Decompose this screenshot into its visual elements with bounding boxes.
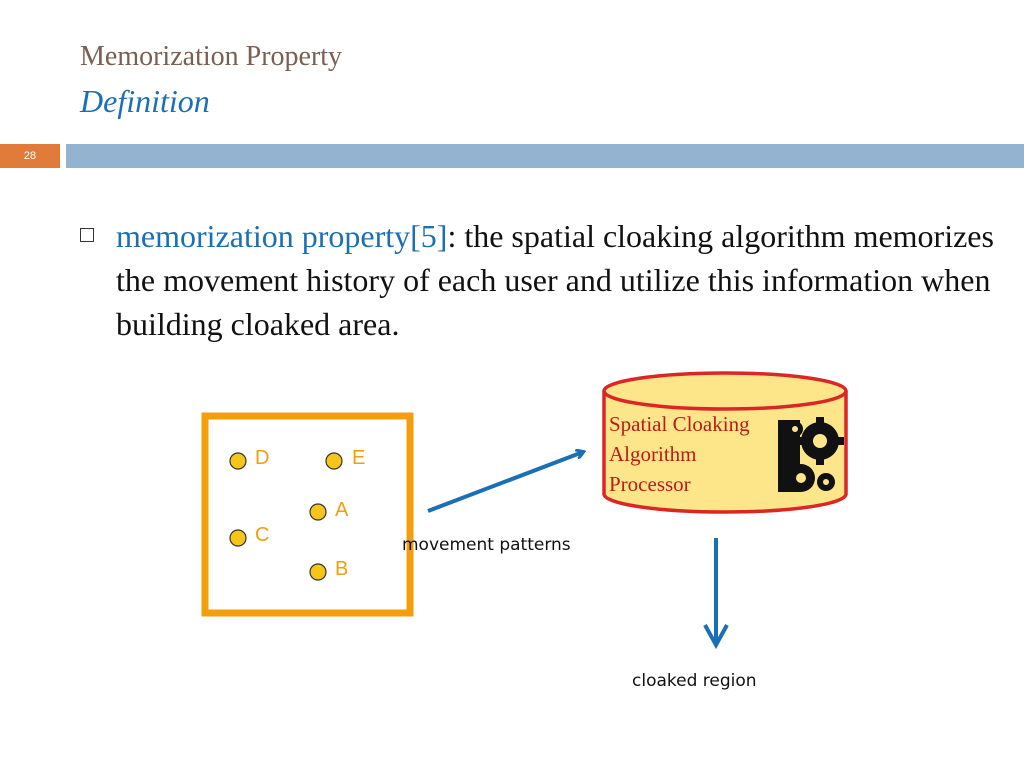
- user-node-a: A: [309, 499, 349, 521]
- bullet-square-icon: [80, 228, 94, 242]
- bullet-term: memorization property[5]: [116, 218, 448, 254]
- user-label-c: C: [255, 524, 269, 546]
- slide-title: Memorization Property: [80, 41, 343, 72]
- header-bar: [66, 144, 1024, 168]
- processor-label-line1: Spatial Cloaking: [609, 412, 750, 436]
- user-node-b: B: [309, 558, 348, 581]
- slide-subtitle: Definition: [80, 83, 210, 119]
- user-node-c: C: [229, 524, 269, 547]
- cloaked-area-square: [201, 412, 414, 617]
- user-node-e: E: [325, 447, 365, 470]
- bullet-text: memorization property[5]: the spatial cl…: [116, 214, 996, 346]
- movement-arrow: [427, 452, 583, 513]
- output-arrow-head: [703, 624, 729, 650]
- slide-number: 28: [0, 144, 60, 168]
- bullet-definition: : the spatial cloaking algorithm memoriz…: [116, 218, 994, 342]
- user-node-d: D: [229, 447, 269, 470]
- user-label-a: A: [335, 499, 349, 521]
- movement-patterns-label: movement patterns: [402, 535, 571, 555]
- user-label-b: B: [335, 558, 348, 580]
- processor-label-line3: Processor: [609, 472, 691, 496]
- processor-label-line2: Algorithm: [609, 442, 697, 466]
- cloaked-region-label: cloaked region: [632, 671, 757, 691]
- user-label-d: D: [255, 447, 269, 469]
- user-label-e: E: [352, 447, 365, 469]
- gears-icon: [778, 417, 844, 492]
